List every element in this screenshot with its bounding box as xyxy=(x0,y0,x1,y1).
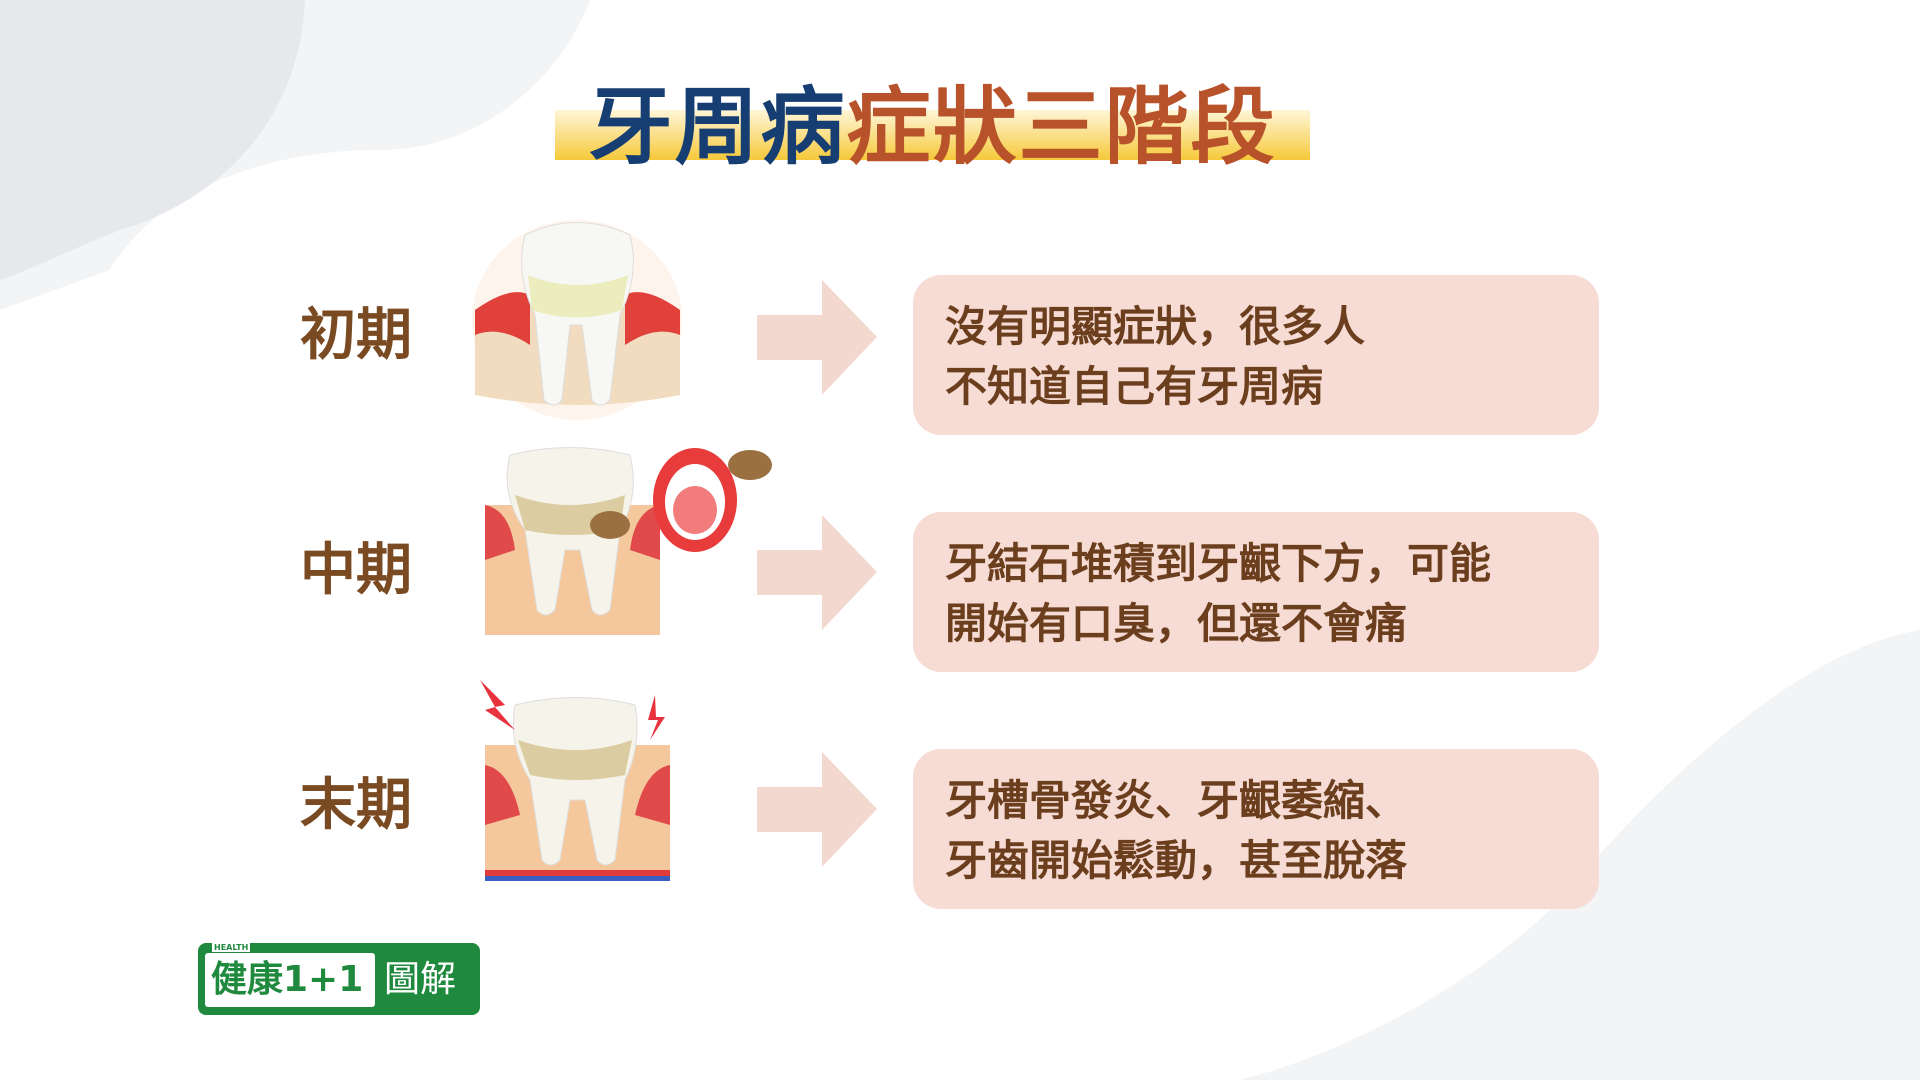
stage-label: 初期 xyxy=(300,303,412,368)
tartar-tooth-bad-breath-icon xyxy=(485,447,772,635)
page-title: 牙周病症狀三階段 xyxy=(555,60,1310,176)
description-line: 沒有明顯症狀，很多人 xyxy=(945,302,1366,351)
stage-description: 牙槽骨發炎、牙齦萎縮、 牙齒開始鬆動，甚至脫落 xyxy=(913,749,1599,909)
stage-description: 牙結石堆積到牙齦下方，可能 開始有口臭，但還不會痛 xyxy=(913,512,1599,672)
title-highlight xyxy=(555,110,1310,160)
logo-left-text: 健康1+1 xyxy=(205,953,375,1007)
painful-loose-tooth-icon xyxy=(480,680,670,881)
description-line: 牙齒開始鬆動，甚至脫落 xyxy=(945,836,1408,885)
early-gum-tooth-icon xyxy=(472,220,682,420)
stage-description: 沒有明顯症狀，很多人 不知道自己有牙周病 xyxy=(913,275,1599,435)
brand-logo: 健康1+1 HEALTH 圖解 xyxy=(198,943,480,1015)
description-line: 不知道自己有牙周病 xyxy=(945,362,1324,411)
logo-right-text: 圖解 xyxy=(384,959,457,1000)
title-part-1: 牙周病 xyxy=(588,78,847,176)
title-part-2: 症狀三階段 xyxy=(846,78,1277,176)
description-line: 牙槽骨發炎、牙齦萎縮、 xyxy=(945,776,1408,825)
description-line: 開始有口臭，但還不會痛 xyxy=(945,599,1408,648)
arrow-right-icon xyxy=(757,280,877,395)
logo-health-text: HEALTH xyxy=(212,943,251,952)
stage-label: 末期 xyxy=(300,773,412,838)
description-line: 牙結石堆積到牙齦下方，可能 xyxy=(945,539,1492,588)
arrow-right-icon xyxy=(757,752,877,867)
stage-label: 中期 xyxy=(300,538,412,603)
arrow-right-icon xyxy=(757,515,877,630)
